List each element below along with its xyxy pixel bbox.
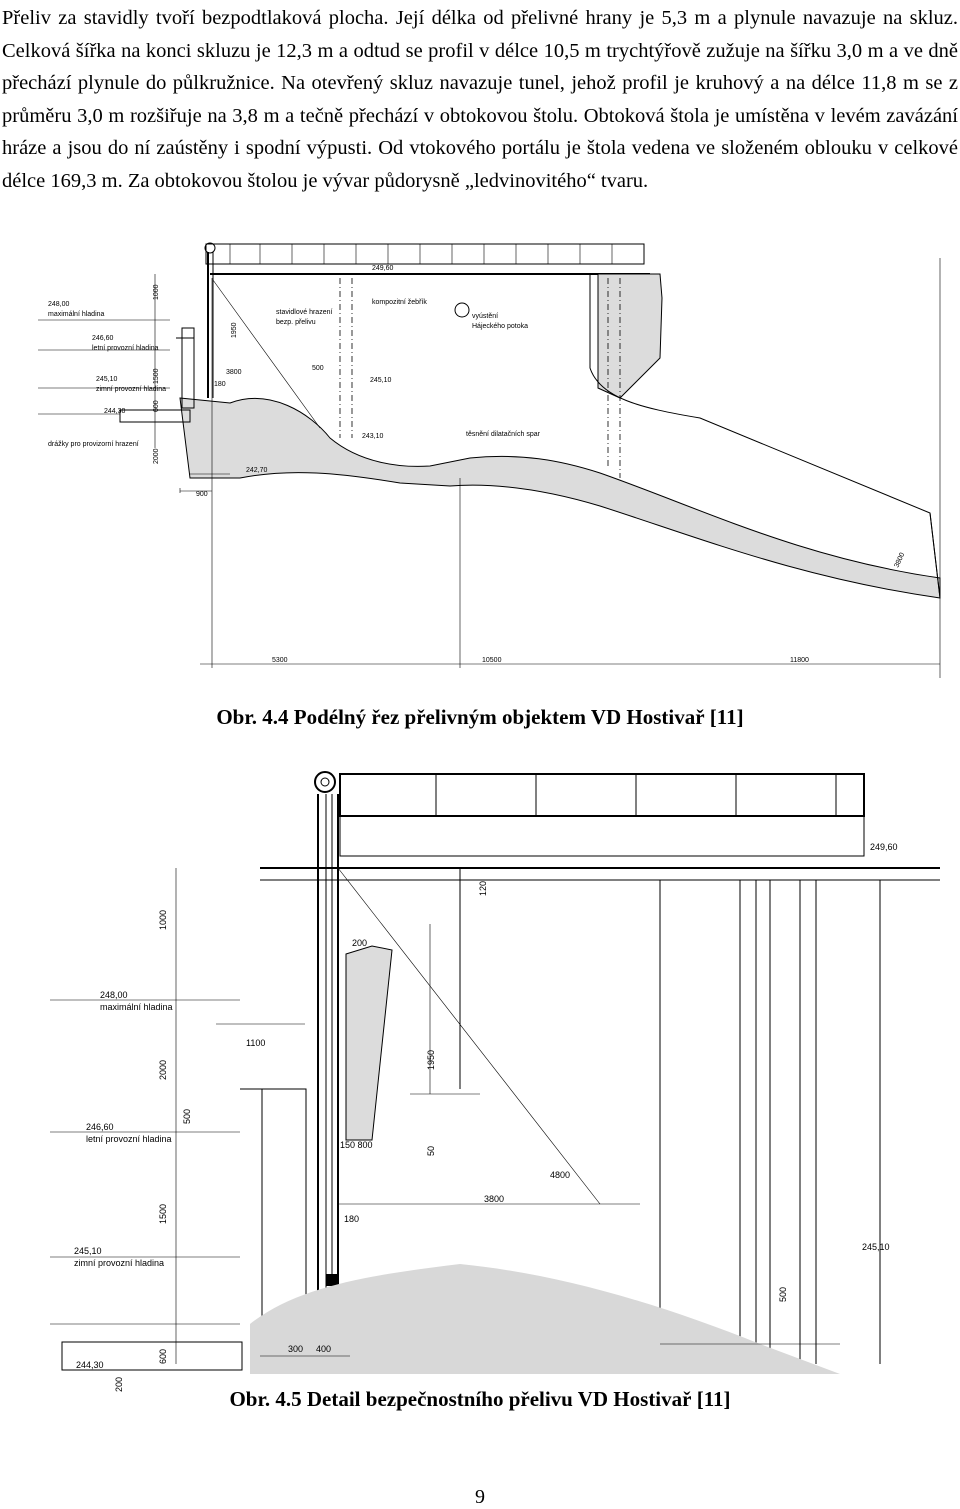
fig1-bottom-5300: 5300 [272, 657, 288, 664]
fig2-dim-600: 600 [158, 1349, 168, 1364]
fig2-elev-summer: 246,60 [86, 1122, 114, 1132]
fig1-dim-1000: 1000 [153, 284, 160, 300]
fig1-elev-max: 248,00 [48, 301, 70, 308]
fig1-elev-winter: 245,10 [96, 376, 118, 383]
fig1-gate2: bezp. přelivu [276, 319, 316, 326]
fig2-dim-200b: 200 [114, 1377, 124, 1392]
fig1-dim-500: 500 [312, 365, 324, 372]
figure-longitudinal-section: 249,60 248,00 maximální hladina 246,60 l… [38, 242, 941, 678]
fig1-dim-3800: 3800 [226, 369, 242, 376]
fig2-dim-500a: 500 [182, 1109, 192, 1124]
fig1-vent: vyústění [472, 313, 498, 320]
fig1-elev-243: 243,10 [362, 433, 384, 440]
fig1-gate: stavidlové hrazení [276, 309, 332, 316]
fig1-dim-180: 180 [214, 381, 226, 388]
fig2-elev-winter: 245,10 [74, 1246, 102, 1256]
fig2-dim-1100: 1100 [246, 1038, 265, 1048]
fig1-elev-242: 242,70 [246, 467, 268, 474]
fig1-max-level: maximální hladina [48, 311, 105, 318]
fig1-elev-summer: 246,60 [92, 335, 114, 342]
fig1-dim-1500: 1500 [153, 368, 160, 384]
fig1-dim-600: 600 [153, 400, 160, 412]
fig2-max-level: maximální hladina [100, 1002, 173, 1012]
fig2-dim-4800: 4800 [550, 1170, 570, 1180]
fig2-dim-180: 180 [344, 1214, 359, 1224]
figure-caption-2: Obr. 4.5 Detail bezpečnostního přelivu V… [229, 1387, 731, 1411]
fig2-summer-level: letní provozní hladina [86, 1134, 172, 1144]
fig2-elev-max: 248,00 [100, 990, 128, 1000]
figure-caption-1: Obr. 4.4 Podélný řez přelivným objektem … [216, 705, 744, 729]
body-paragraph: Přeliv za stavidly tvoří bezpodtlaková p… [2, 7, 958, 192]
fig1-dim-900: 900 [196, 491, 208, 498]
fig1-elev-top: 249,60 [372, 265, 394, 272]
fig2-dim-2000: 2000 [158, 1060, 168, 1080]
fig2-dim-1000: 1000 [158, 910, 168, 930]
fig2-dim-500b: 500 [778, 1287, 788, 1302]
fig1-dim-3800b: 3800 [893, 552, 906, 569]
fig1-seal: těsnění dilatačních spar [466, 431, 541, 438]
fig2-dim-200: 200 [352, 938, 367, 948]
page-number: 9 [475, 1486, 485, 1508]
fig1-dim-1950: 1950 [231, 322, 238, 338]
fig2-dim-1950: 1950 [426, 1050, 436, 1070]
fig2-elev-top: 249,60 [870, 842, 898, 852]
fig1-winter-level: zimní provozní hladina [96, 386, 166, 393]
fig2-dim-120: 120 [478, 881, 488, 896]
fig1-bottom-10500: 10500 [482, 657, 502, 664]
fig2-elev-winter-r: 245,10 [862, 1242, 890, 1252]
fig1-grooves: drážky pro provizorní hrazení [48, 441, 139, 448]
fig2-dim-50: 50 [426, 1146, 436, 1156]
fig1-elev-244: 244,30 [104, 408, 126, 415]
fig2-dim-1500: 1500 [158, 1204, 168, 1224]
fig1-summer-level: letní provozní hladina [92, 345, 159, 352]
fig2-winter-level: zimní provozní hladina [74, 1258, 164, 1268]
fig1-elev-245r: 245,10 [370, 377, 392, 384]
figure-spillway-detail: 249,60 120 1000 200 248,00 maximální hla… [50, 771, 940, 1392]
fig1-ladder: kompozitní žebřík [372, 299, 427, 306]
fig2-dim-300: 300 [288, 1344, 303, 1354]
fig1-vent2: Hájeckého potoka [472, 323, 528, 330]
fig1-bottom-11800: 11800 [790, 657, 809, 664]
fig2-dim-400: 400 [316, 1344, 331, 1354]
fig2-dim-3800: 3800 [484, 1194, 504, 1204]
fig1-dim-2000: 2000 [153, 448, 160, 464]
fig2-dim-150-800: 150 800 [340, 1140, 373, 1150]
fig2-elev-244: 244,30 [76, 1360, 104, 1370]
